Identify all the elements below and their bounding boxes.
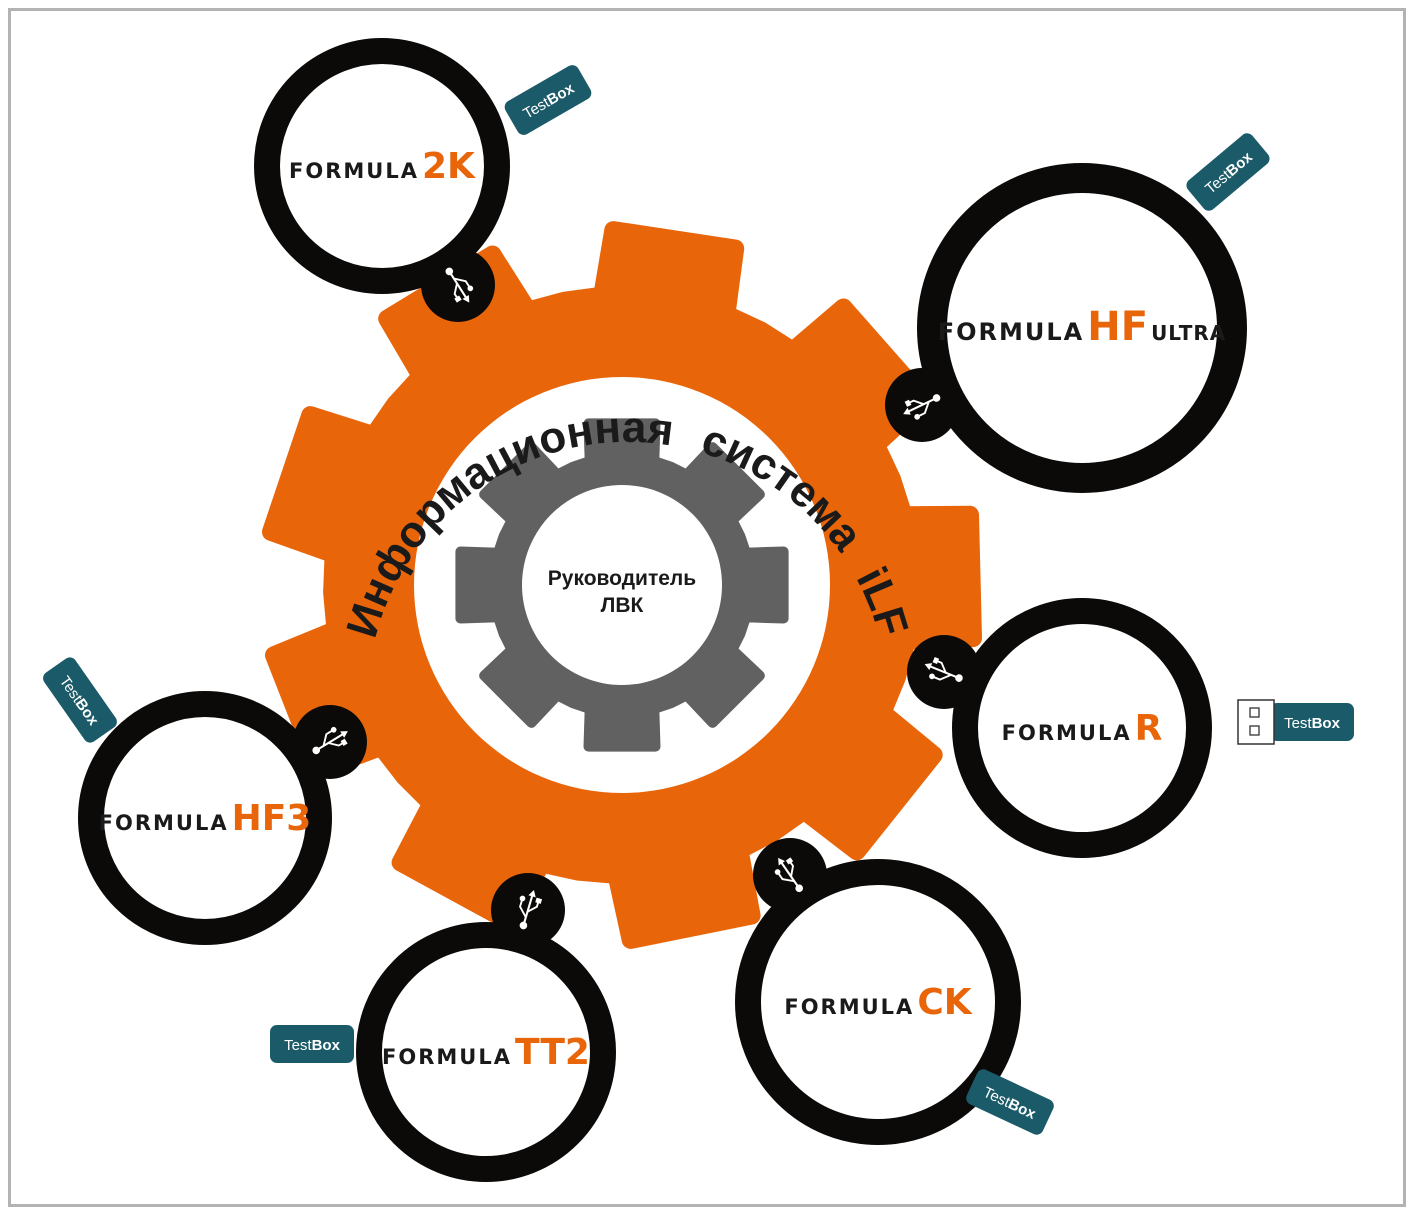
product-name-suffix: HF3 — [232, 798, 312, 839]
product-name-prefix: FORMULA — [784, 995, 914, 1019]
product-name-suffix: R — [1135, 708, 1163, 749]
product-name-prefix: FORMULA — [289, 159, 419, 183]
testbox-label: TestBox — [284, 1037, 341, 1054]
product-formula-ck: TestBox FORMULACK — [735, 838, 1054, 1145]
testbox-label-bold: Box — [312, 1037, 341, 1054]
product-name: FORMULACK — [784, 982, 972, 1023]
product-name-suffix: CK — [917, 982, 972, 1023]
diagram-frame — [8, 8, 1406, 1207]
role-label-line1: Руководитель — [548, 567, 696, 590]
product-name: FORMULA2K — [289, 146, 476, 187]
testbox-tag-body — [966, 1069, 1054, 1135]
product-name-prefix: FORMULA — [99, 811, 229, 835]
testbox-tag-body — [504, 65, 592, 135]
testbox-label-light: Test — [284, 1037, 312, 1054]
product-name-prefix: FORMULA — [938, 318, 1085, 346]
testbox-tag: TestBox — [1186, 133, 1270, 211]
usb-plug-icon — [1237, 699, 1275, 745]
inner-gear-hole — [522, 485, 722, 685]
product-name: FORMULAR — [1002, 708, 1163, 749]
product-name: FORMULATT2 — [382, 1032, 590, 1073]
product-ring — [917, 163, 1247, 493]
testbox-tag: TestBox — [43, 657, 117, 743]
testbox-tag-body — [1270, 703, 1354, 741]
testbox-tag-body — [1186, 133, 1270, 211]
testbox-tag: TestBox — [1270, 703, 1354, 741]
product-name-prefix: FORMULA — [382, 1045, 512, 1069]
testbox-tag: TestBox — [966, 1069, 1054, 1135]
usb-plug-pin — [1249, 725, 1260, 736]
product-ring — [356, 922, 616, 1182]
product-name-sub: ULTRA — [1151, 321, 1226, 345]
product-name-suffix: 2K — [422, 146, 476, 187]
product-ring — [78, 691, 332, 945]
testbox-label-light: Test — [1284, 715, 1312, 732]
product-name: FORMULAHF3 — [99, 798, 312, 839]
product-name-suffix: HF — [1087, 304, 1148, 350]
product-ring — [735, 859, 1021, 1145]
usb-plug-shell — [1237, 699, 1275, 745]
product-name-prefix: FORMULA — [1002, 721, 1132, 745]
testbox-tag: TestBox — [504, 65, 592, 135]
inner-gear — [455, 418, 789, 752]
role-label-line2: ЛВК — [601, 594, 644, 617]
testbox-tag-body — [270, 1025, 354, 1063]
testbox-label-bold: Box — [1312, 715, 1341, 732]
testbox-label: TestBox — [1284, 715, 1341, 732]
testbox-tag-body — [43, 657, 117, 743]
product-name-suffix: TT2 — [515, 1032, 590, 1073]
product-ring — [952, 598, 1212, 858]
usb-plug-pin — [1249, 707, 1260, 718]
testbox-tag: TestBox — [270, 1025, 354, 1063]
product-formula-tt2: TestBox FORMULATT2 — [270, 873, 616, 1182]
product-ring — [254, 38, 510, 294]
product-formula-r: TestBox FORMULAR — [907, 598, 1354, 858]
